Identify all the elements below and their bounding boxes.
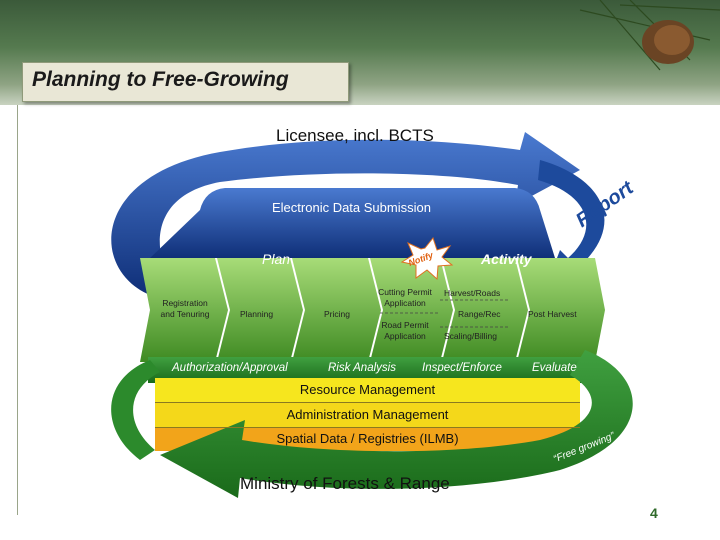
submission-band [150,188,555,258]
bottom-left-arc [111,360,160,460]
dashed-separators [380,299,510,328]
admin-management: Administration Management [155,403,580,428]
chevron-harvest [442,258,528,362]
evaluate-label: Evaluate [532,362,577,374]
road-permit-label: Road Permit Application [381,320,429,341]
scaling-label: Scaling/Billing [444,331,497,341]
page-number: 4 [650,505,658,521]
chevron-registration [140,258,228,362]
page-title: Planning to Free-Growing [32,68,289,91]
licensee-label: Licensee, incl. BCTS [276,126,434,145]
resource-band-bg [155,378,580,402]
pine-branch-icon [579,0,720,71]
chevron-pricing [292,258,381,362]
registration-label: Registration and Tenuring [160,298,210,319]
ministry-label: Ministry of Forests & Range [240,474,450,493]
notify-starburst [400,236,454,281]
planning-label: Planning [240,309,274,319]
post-harvest-label: Post Harvest [528,309,577,319]
process-chevrons [140,258,605,362]
report-arrow-head [538,160,605,290]
activity-label: Activity [481,251,532,267]
harvest-roads-label: Harvest/Roads [444,288,501,298]
chevron-cutting [370,258,453,362]
pricing-label: Pricing [324,309,350,319]
admin-band-bg [155,403,580,427]
top-cycle-arrow [111,132,581,295]
plan-label: Plan [262,251,291,267]
cutting-label: Cutting Permit Application [378,287,432,308]
chevron-post-harvest [517,258,605,362]
chevron-planning [217,258,303,362]
stage-bar [148,357,610,383]
authorization-label: Authorization/Approval [172,362,288,374]
left-rule [17,105,18,515]
title-box [22,62,349,102]
risk-label: Risk Analysis [328,362,396,374]
resource-management: Resource Management [155,378,580,403]
bottom-cycle-arrow [160,350,633,498]
inspect-label: Inspect/Enforce [422,362,502,374]
submission-label: Electronic Data Submission [272,200,431,215]
spatial-data: Spatial Data / Registries (ILMB) [276,431,459,446]
range-rec-label: Range/Rec [458,309,501,319]
